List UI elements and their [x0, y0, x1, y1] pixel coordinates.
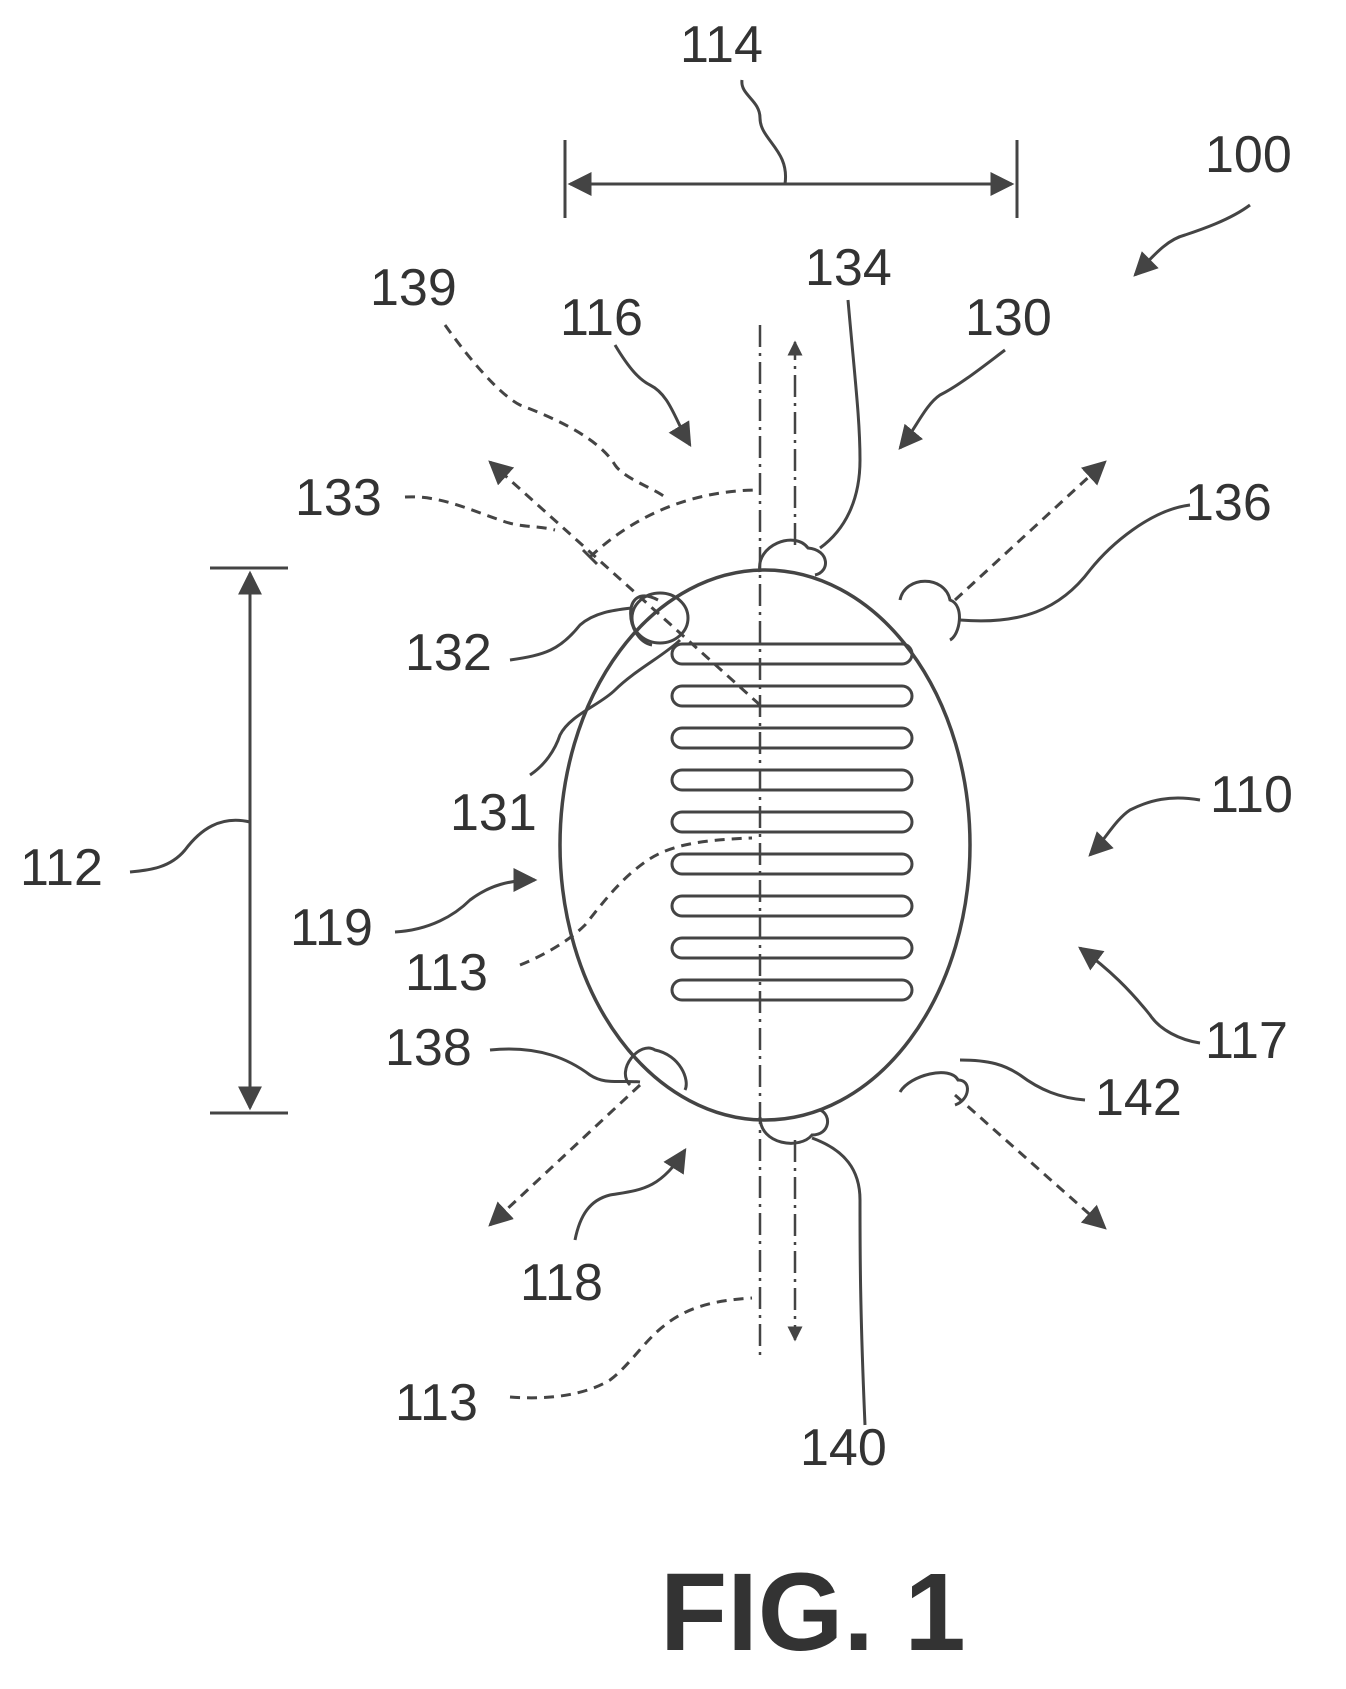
- label-132: 132: [405, 624, 492, 682]
- label-119: 119: [290, 899, 373, 957]
- sensor-131: [632, 593, 688, 643]
- sensor-142: [900, 1073, 967, 1105]
- label-114: 114: [680, 16, 763, 74]
- main-body: [560, 570, 970, 1120]
- label-131: 131: [450, 784, 537, 842]
- label-140: 140: [800, 1419, 887, 1477]
- length-dimension: [130, 568, 288, 1113]
- slot: [672, 938, 912, 958]
- label-100: 100: [1205, 126, 1292, 184]
- slot: [672, 728, 912, 748]
- label-113-inner: 113: [405, 944, 488, 1002]
- width-dimension: [565, 80, 1017, 218]
- label-112: 112: [20, 839, 103, 897]
- sensor-140: [760, 1110, 828, 1143]
- sensing-directions: [490, 462, 1105, 1228]
- slot-group: [672, 644, 912, 1000]
- label-118: 118: [520, 1254, 603, 1312]
- figure-caption: FIG. 1: [660, 1551, 966, 1674]
- slot: [672, 770, 912, 790]
- label-134: 134: [805, 239, 892, 297]
- label-138: 138: [385, 1019, 472, 1077]
- label-133: 133: [295, 469, 382, 527]
- label-113-outer: 113: [395, 1374, 478, 1432]
- label-139: 139: [370, 259, 457, 317]
- slot: [672, 896, 912, 916]
- slot: [672, 812, 912, 832]
- label-142: 142: [1095, 1069, 1182, 1127]
- sensor-136: [900, 581, 959, 640]
- reference-labels: 114 100 134 139 116 130 133 136 132 131 …: [20, 16, 1293, 1477]
- label-116: 116: [560, 289, 643, 347]
- label-110: 110: [1210, 766, 1293, 824]
- slot: [672, 686, 912, 706]
- label-136: 136: [1185, 474, 1272, 532]
- label-117: 117: [1205, 1012, 1288, 1070]
- sensor-138: [625, 1048, 686, 1090]
- slot: [672, 854, 912, 874]
- slot: [672, 980, 912, 1000]
- slot: [672, 644, 912, 664]
- label-130: 130: [965, 289, 1052, 347]
